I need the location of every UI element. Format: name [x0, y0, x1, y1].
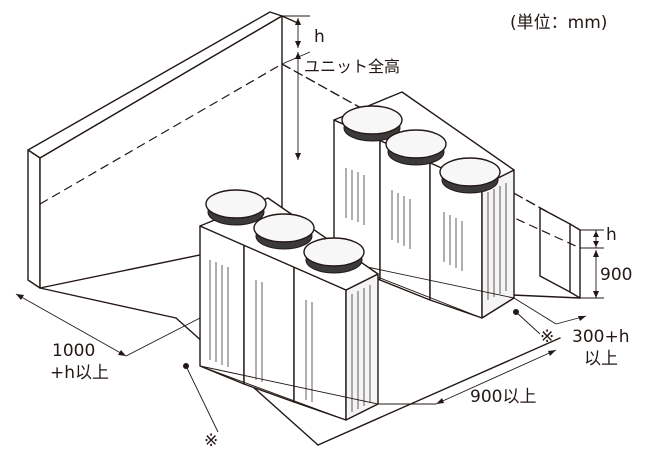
- label-1000-line1: 1000: [52, 341, 95, 361]
- label-note-right: ※: [540, 327, 554, 347]
- label-300-line1: 300+h: [572, 327, 629, 347]
- dimension-right-wall: [580, 229, 604, 299]
- unit-label: (単位：mm): [510, 13, 607, 33]
- dimension-top-h: [281, 15, 311, 160]
- dimension-bottom-900: [378, 349, 557, 405]
- front-unit-row: [199, 189, 380, 421]
- label-300-line2: 以上: [584, 349, 618, 369]
- label-900-min: 900以上: [470, 387, 536, 407]
- dimension-left-1000: [15, 293, 201, 357]
- dimension-right-300: [513, 297, 587, 325]
- label-900: 900: [600, 265, 632, 285]
- label-h-top: h: [314, 27, 325, 47]
- label-1000-line2: +h以上: [50, 363, 109, 383]
- label-note-bottom: ※: [204, 431, 218, 451]
- label-h-right: h: [606, 225, 617, 245]
- note-markers: [183, 309, 541, 433]
- label-unit-height: ユニット全高: [304, 57, 400, 76]
- back-unit-row: [333, 91, 516, 319]
